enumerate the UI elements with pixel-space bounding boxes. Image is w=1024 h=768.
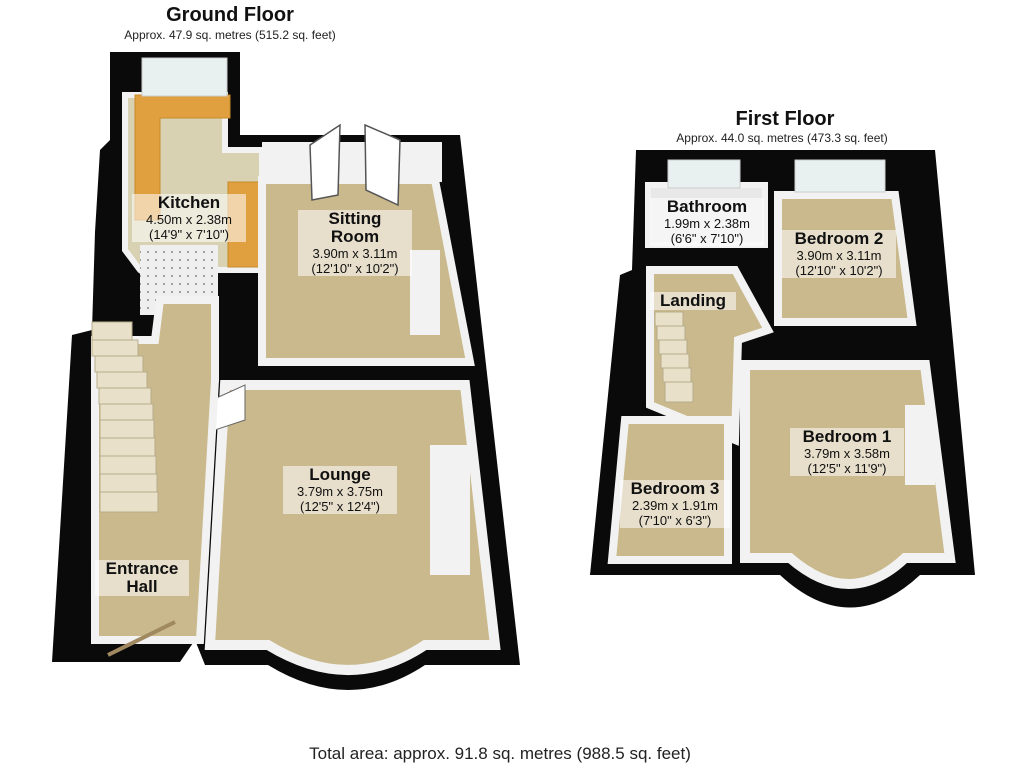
ground-floor-area: Approx. 47.9 sq. metres (515.2 sq. feet) [124, 28, 336, 42]
sitting-room-metric: 3.90m x 3.11m [312, 246, 398, 261]
kitchen-name: Kitchen [157, 193, 221, 212]
lounge-imperial: (12'5" x 12'4") [300, 499, 380, 514]
bathroom-metric: 1.99m x 2.38m [664, 216, 750, 231]
bedroom-3-label: Bedroom 3 2.39m x 1.91m (7'10" x 6'3") [620, 480, 730, 528]
total-area: Total area: approx. 91.8 sq. metres (988… [309, 744, 691, 763]
bedroom-2-imperial: (12'10" x 10'2") [795, 263, 883, 278]
sitting-room-imperial: (12'10" x 10'2") [311, 261, 399, 276]
bedroom-2-name: Bedroom 2 [794, 229, 884, 248]
bedroom-1-label: Bedroom 1 3.79m x 3.58m (12'5" x 11'9") [790, 428, 904, 476]
sitting-room-name-line1: Sitting [328, 209, 382, 228]
first-floor-plan [590, 150, 975, 608]
bathroom-name: Bathroom [666, 197, 748, 216]
entrance-hall-name-line2: Hall [126, 577, 158, 596]
ground-floor-title: Ground Floor [166, 4, 294, 26]
front-door [107, 620, 176, 657]
kitchen-label: Kitchen 4.50m x 2.38m (14'9" x 7'10") [132, 194, 246, 242]
bedroom-3-metric: 2.39m x 1.91m [632, 498, 718, 513]
bedroom-1-chimney-breast [905, 405, 935, 485]
lounge-label: Lounge 3.79m x 3.75m (12'5" x 12'4") [283, 466, 397, 514]
bathroom-label: Bathroom 1.99m x 2.38m (6'6" x 7'10") [650, 198, 764, 246]
sitting-room-french-door-right [364, 123, 401, 207]
bedroom-2-label: Bedroom 2 3.90m x 3.11m (12'10" x 10'2") [782, 230, 896, 278]
lounge-chimney-breast [430, 445, 470, 575]
first-floor-staircase [654, 311, 694, 403]
sitting-room-chimney-breast [410, 250, 440, 335]
kitchen-imperial: (14'9" x 7'10") [149, 227, 229, 242]
bedroom-2-window [794, 159, 886, 193]
kitchen-metric: 4.50m x 2.38m [146, 212, 232, 227]
bedroom-1-name: Bedroom 1 [802, 427, 892, 446]
first-floor-area: Approx. 44.0 sq. metres (473.3 sq. feet) [676, 131, 888, 145]
kitchen-window [141, 57, 228, 97]
sitting-room-french-door-left [309, 123, 341, 201]
lounge-name: Lounge [309, 465, 371, 484]
bedroom-3-name: Bedroom 3 [630, 479, 720, 498]
bathroom-window [667, 159, 741, 189]
lounge-floor [204, 380, 501, 675]
bedroom-1-imperial: (12'5" x 11'9") [807, 461, 887, 476]
bedroom-1-metric: 3.79m x 3.58m [804, 446, 890, 461]
sitting-room-name-line2: Room [330, 227, 380, 246]
sitting-room-label: Sitting Room 3.90m x 3.11m (12'10" x 10'… [298, 210, 412, 276]
landing-label: Landing [650, 292, 736, 310]
landing-name: Landing [659, 291, 727, 310]
bathroom-imperial: (6'6" x 7'10") [670, 231, 744, 246]
first-floor-title: First Floor [735, 108, 835, 130]
bedroom-2-metric: 3.90m x 3.11m [796, 248, 882, 263]
sitting-room-back-wall [262, 142, 442, 182]
entrance-hall-name-line1: Entrance [105, 559, 179, 578]
bedroom-3-imperial: (7'10" x 6'3") [638, 513, 712, 528]
ground-floor-staircase [91, 321, 159, 513]
lounge-metric: 3.79m x 3.75m [297, 484, 383, 499]
entrance-hall-label: Entrance Hall [95, 560, 189, 596]
